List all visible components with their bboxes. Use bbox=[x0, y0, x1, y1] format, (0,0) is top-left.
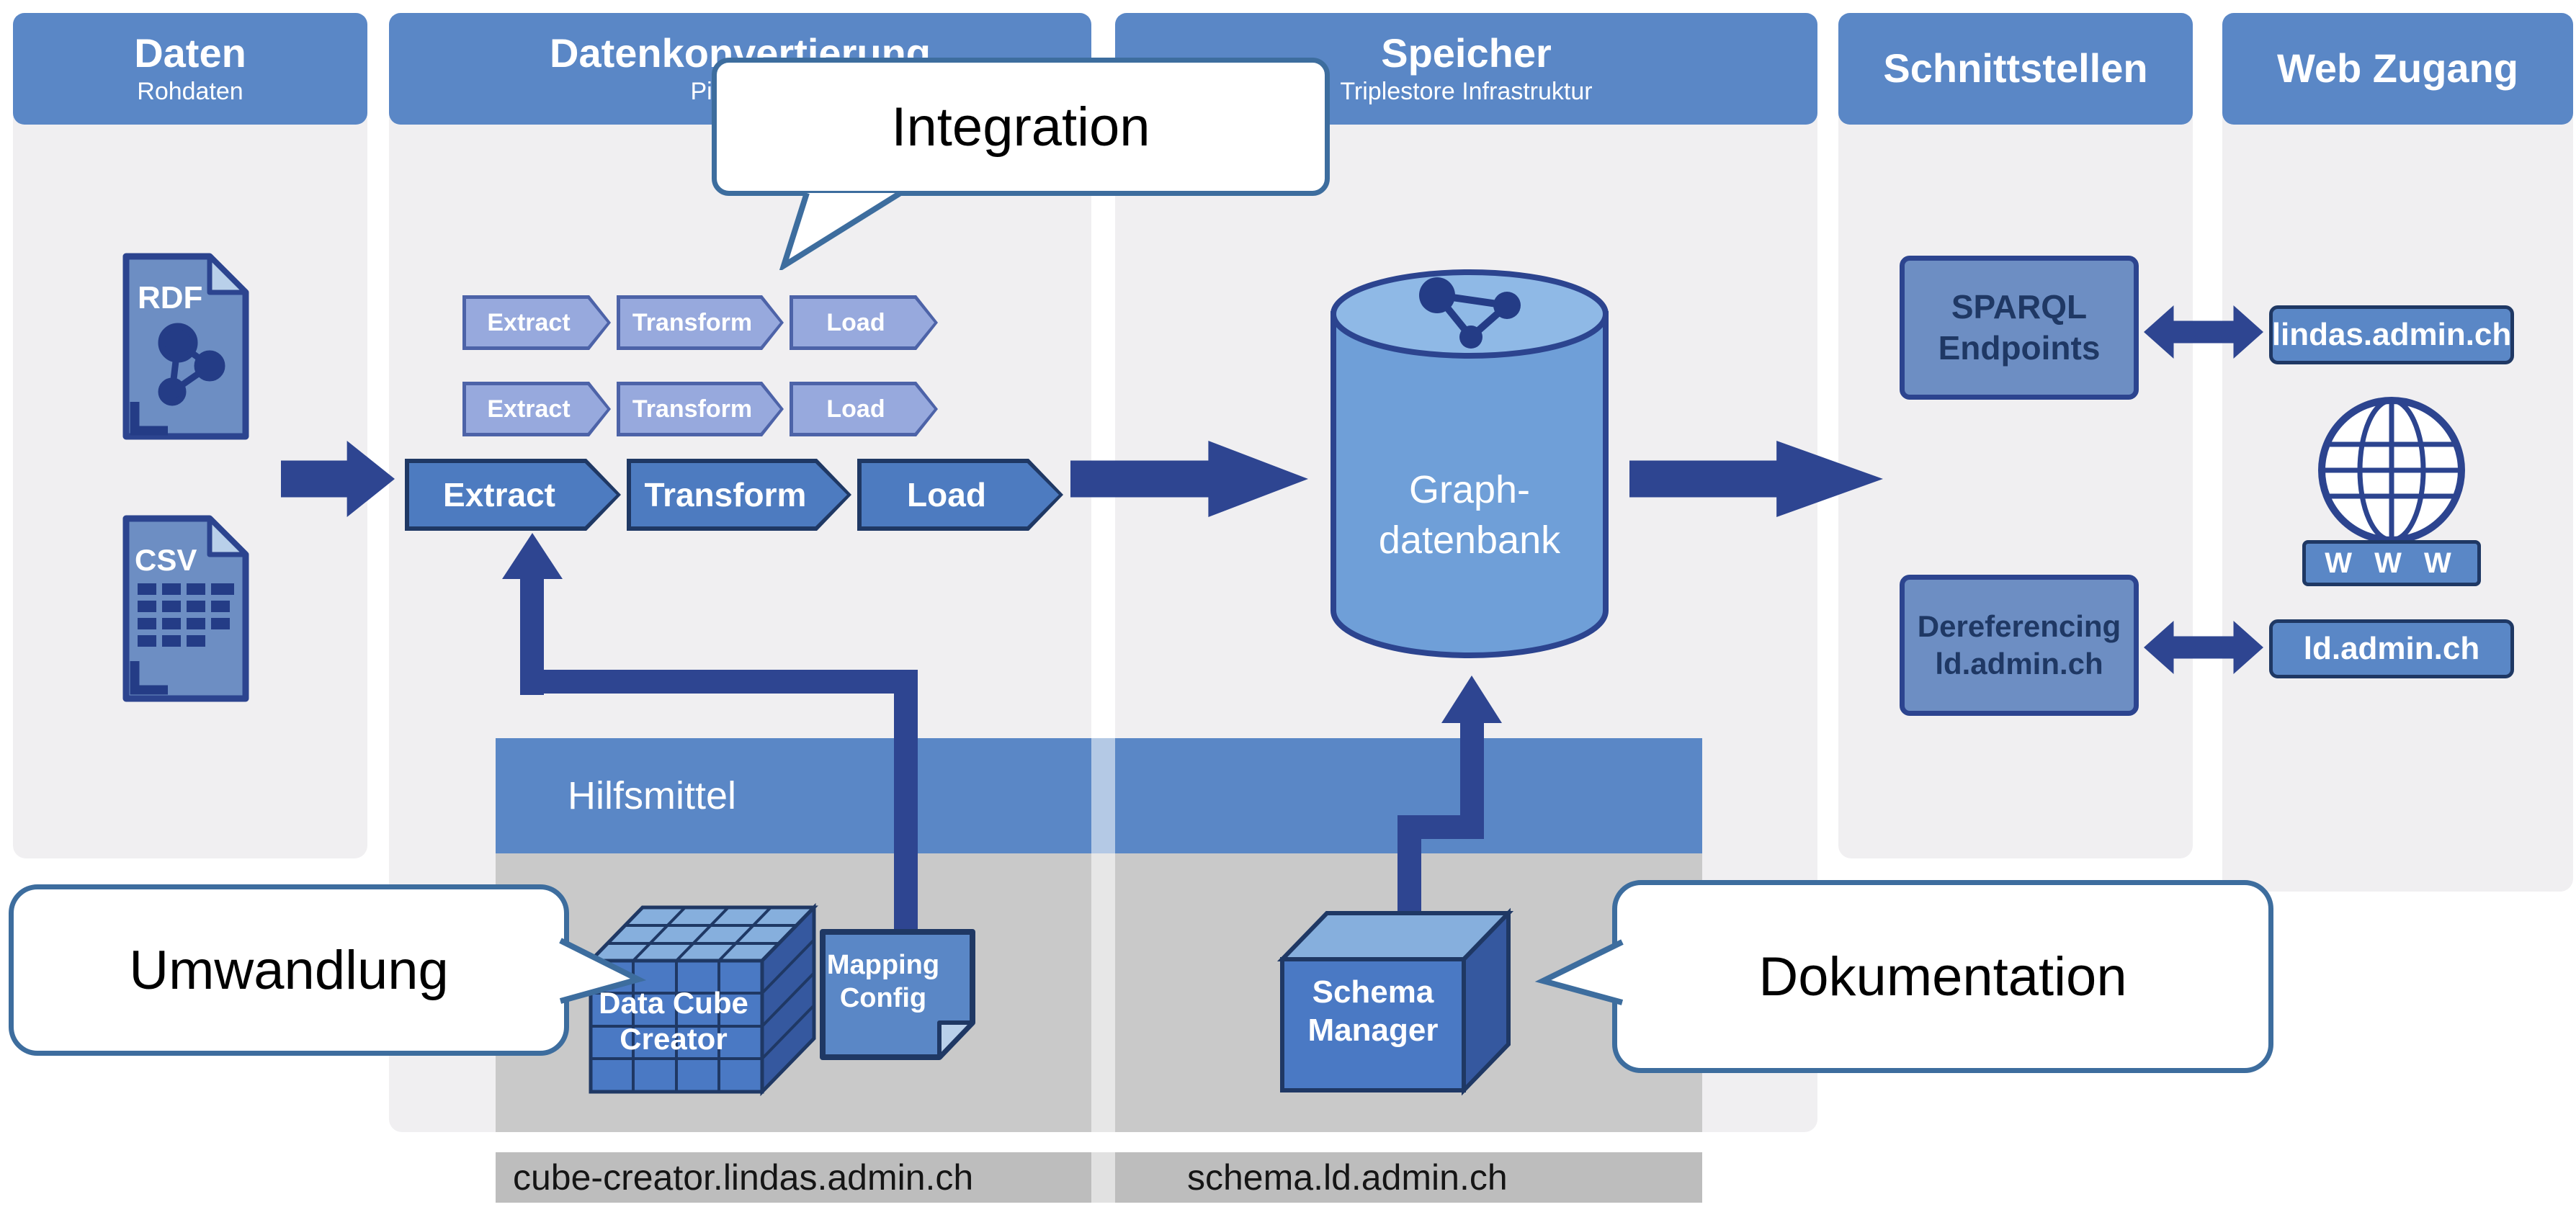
ld-admin-badge: ld.admin.ch bbox=[2269, 619, 2514, 678]
csv-file-label: CSV bbox=[135, 543, 197, 577]
pipeline-small-2-load: Load bbox=[790, 382, 938, 436]
lindas-admin-badge-label: lindas.admin.ch bbox=[2271, 317, 2512, 352]
pipeline-small-1-transform: Transform bbox=[617, 295, 784, 350]
pipeline-step-label: Transform bbox=[632, 395, 753, 423]
integration-callout: Integration bbox=[712, 58, 1330, 196]
header-daten-title: Daten bbox=[134, 30, 246, 76]
rdf-corner-mark bbox=[130, 402, 168, 436]
sparql-box-line2: Endpoints bbox=[1938, 329, 2101, 367]
dokumentation-callout-label: Dokumentation bbox=[1758, 946, 2127, 1008]
schema-manager-label: Schema Manager bbox=[1282, 974, 1464, 1050]
mapping-config-icon bbox=[820, 929, 975, 1060]
graph-database-label: Graph- datenbank bbox=[1329, 465, 1610, 565]
data-cube-creator-label-line1: Data Cube bbox=[599, 986, 748, 1020]
pipeline-step-label: Load bbox=[826, 395, 885, 423]
integration-callout-label: Integration bbox=[891, 96, 1150, 158]
pipeline-small-2-transform: Transform bbox=[617, 382, 784, 436]
schema-manager-label-line2: Manager bbox=[1307, 1012, 1439, 1048]
pipeline-main-transform: Transform bbox=[627, 459, 851, 531]
dereferencing-box-line1: Dereferencing bbox=[1917, 609, 2121, 643]
cube-grid-lines bbox=[591, 906, 815, 1092]
bent-arrow-schema-vertical-up bbox=[1460, 720, 1484, 839]
pipeline-step-label: Extract bbox=[487, 395, 571, 423]
umwandlung-callout: Umwandlung bbox=[9, 884, 569, 1056]
dokumentation-callout-tail bbox=[1534, 939, 1624, 1005]
mapping-config-label-line1: Mapping bbox=[826, 950, 940, 980]
pipeline-step-label: Transform bbox=[632, 308, 753, 336]
sparql-box-line1: SPARQL bbox=[1951, 287, 2088, 326]
data-cube-creator-label-line2: Creator bbox=[620, 1022, 728, 1056]
pipeline-main-load: Load bbox=[857, 459, 1063, 531]
www-label-text: W W W bbox=[2325, 547, 2459, 579]
header-daten-subtitle: Rohdaten bbox=[137, 78, 243, 106]
pipeline-main-extract: Extract bbox=[405, 459, 621, 531]
footer-url-schema: schema.ld.admin.ch bbox=[1187, 1157, 1508, 1198]
umwandlung-callout-label: Umwandlung bbox=[129, 939, 449, 1001]
pipeline-step-label: Load bbox=[907, 476, 986, 513]
column-gap-line bbox=[1091, 738, 1115, 1203]
header-daten: Daten Rohdaten bbox=[13, 13, 367, 125]
data-cube-creator-label: Data Cube Creator bbox=[591, 985, 756, 1058]
schema-manager-icon bbox=[1276, 907, 1514, 1096]
mapping-config-label: Mapping Config bbox=[826, 949, 941, 1015]
header-speicher-subtitle: Triplestore Infrastruktur bbox=[1340, 78, 1593, 106]
schema-manager-label-line1: Schema bbox=[1312, 974, 1434, 1010]
www-label: W W W bbox=[2302, 540, 2481, 586]
sparql-endpoints-box: SPARQL Endpoints bbox=[1900, 256, 2139, 400]
pipeline-step-label: Extract bbox=[443, 476, 555, 513]
rdf-file-icon: RDF bbox=[122, 253, 249, 440]
lindas-admin-badge: lindas.admin.ch bbox=[2269, 305, 2514, 364]
header-schnittstellen: Schnittstellen bbox=[1838, 13, 2193, 125]
globe-icon bbox=[2318, 397, 2465, 544]
graph-database-label-line1: Graph- bbox=[1408, 468, 1531, 511]
csv-grid-glyph bbox=[138, 583, 234, 647]
mapping-config-label-line2: Config bbox=[839, 982, 927, 1013]
csv-corner-mark bbox=[130, 661, 168, 695]
graph-database-label-line2: datenbank bbox=[1378, 519, 1561, 562]
pipeline-small-2-extract: Extract bbox=[462, 382, 611, 436]
umwandlung-callout-tail bbox=[559, 938, 647, 1004]
rdf-graph-glyph bbox=[158, 323, 225, 406]
dereferencing-box-line2: ld.admin.ch bbox=[1935, 647, 2103, 681]
dokumentation-callout: Dokumentation bbox=[1612, 880, 2273, 1073]
pipeline-step-label: Load bbox=[826, 308, 885, 336]
header-speicher-title: Speicher bbox=[1381, 30, 1552, 76]
ld-admin-badge-label: ld.admin.ch bbox=[2303, 631, 2480, 666]
column-schnittstellen bbox=[1838, 13, 2193, 858]
integration-callout-tail bbox=[779, 191, 903, 270]
rdf-file-label: RDF bbox=[138, 280, 202, 315]
header-web-zugang: Web Zugang bbox=[2222, 13, 2573, 125]
csv-file-icon: CSV bbox=[122, 515, 249, 702]
bent-arrow-cube-vertical-left bbox=[520, 576, 544, 695]
pipeline-step-label: Extract bbox=[487, 308, 571, 336]
tools-band-label: Hilfsmittel bbox=[568, 774, 737, 817]
graph-database-cylinder-icon bbox=[1331, 269, 1609, 659]
pipeline-small-1-extract: Extract bbox=[462, 295, 611, 350]
header-schnittstellen-title: Schnittstellen bbox=[1883, 45, 2148, 91]
pipeline-small-1-load: Load bbox=[790, 295, 938, 350]
pipeline-step-label: Transform bbox=[644, 476, 807, 513]
rdf-graph-glyph-top bbox=[1419, 277, 1521, 349]
header-web-zugang-title: Web Zugang bbox=[2277, 45, 2518, 91]
footer-url-cube-creator: cube-creator.lindas.admin.ch bbox=[513, 1157, 974, 1198]
dereferencing-box: Dereferencing ld.admin.ch bbox=[1900, 575, 2139, 716]
bent-arrow-cube-horizontal bbox=[520, 670, 918, 694]
